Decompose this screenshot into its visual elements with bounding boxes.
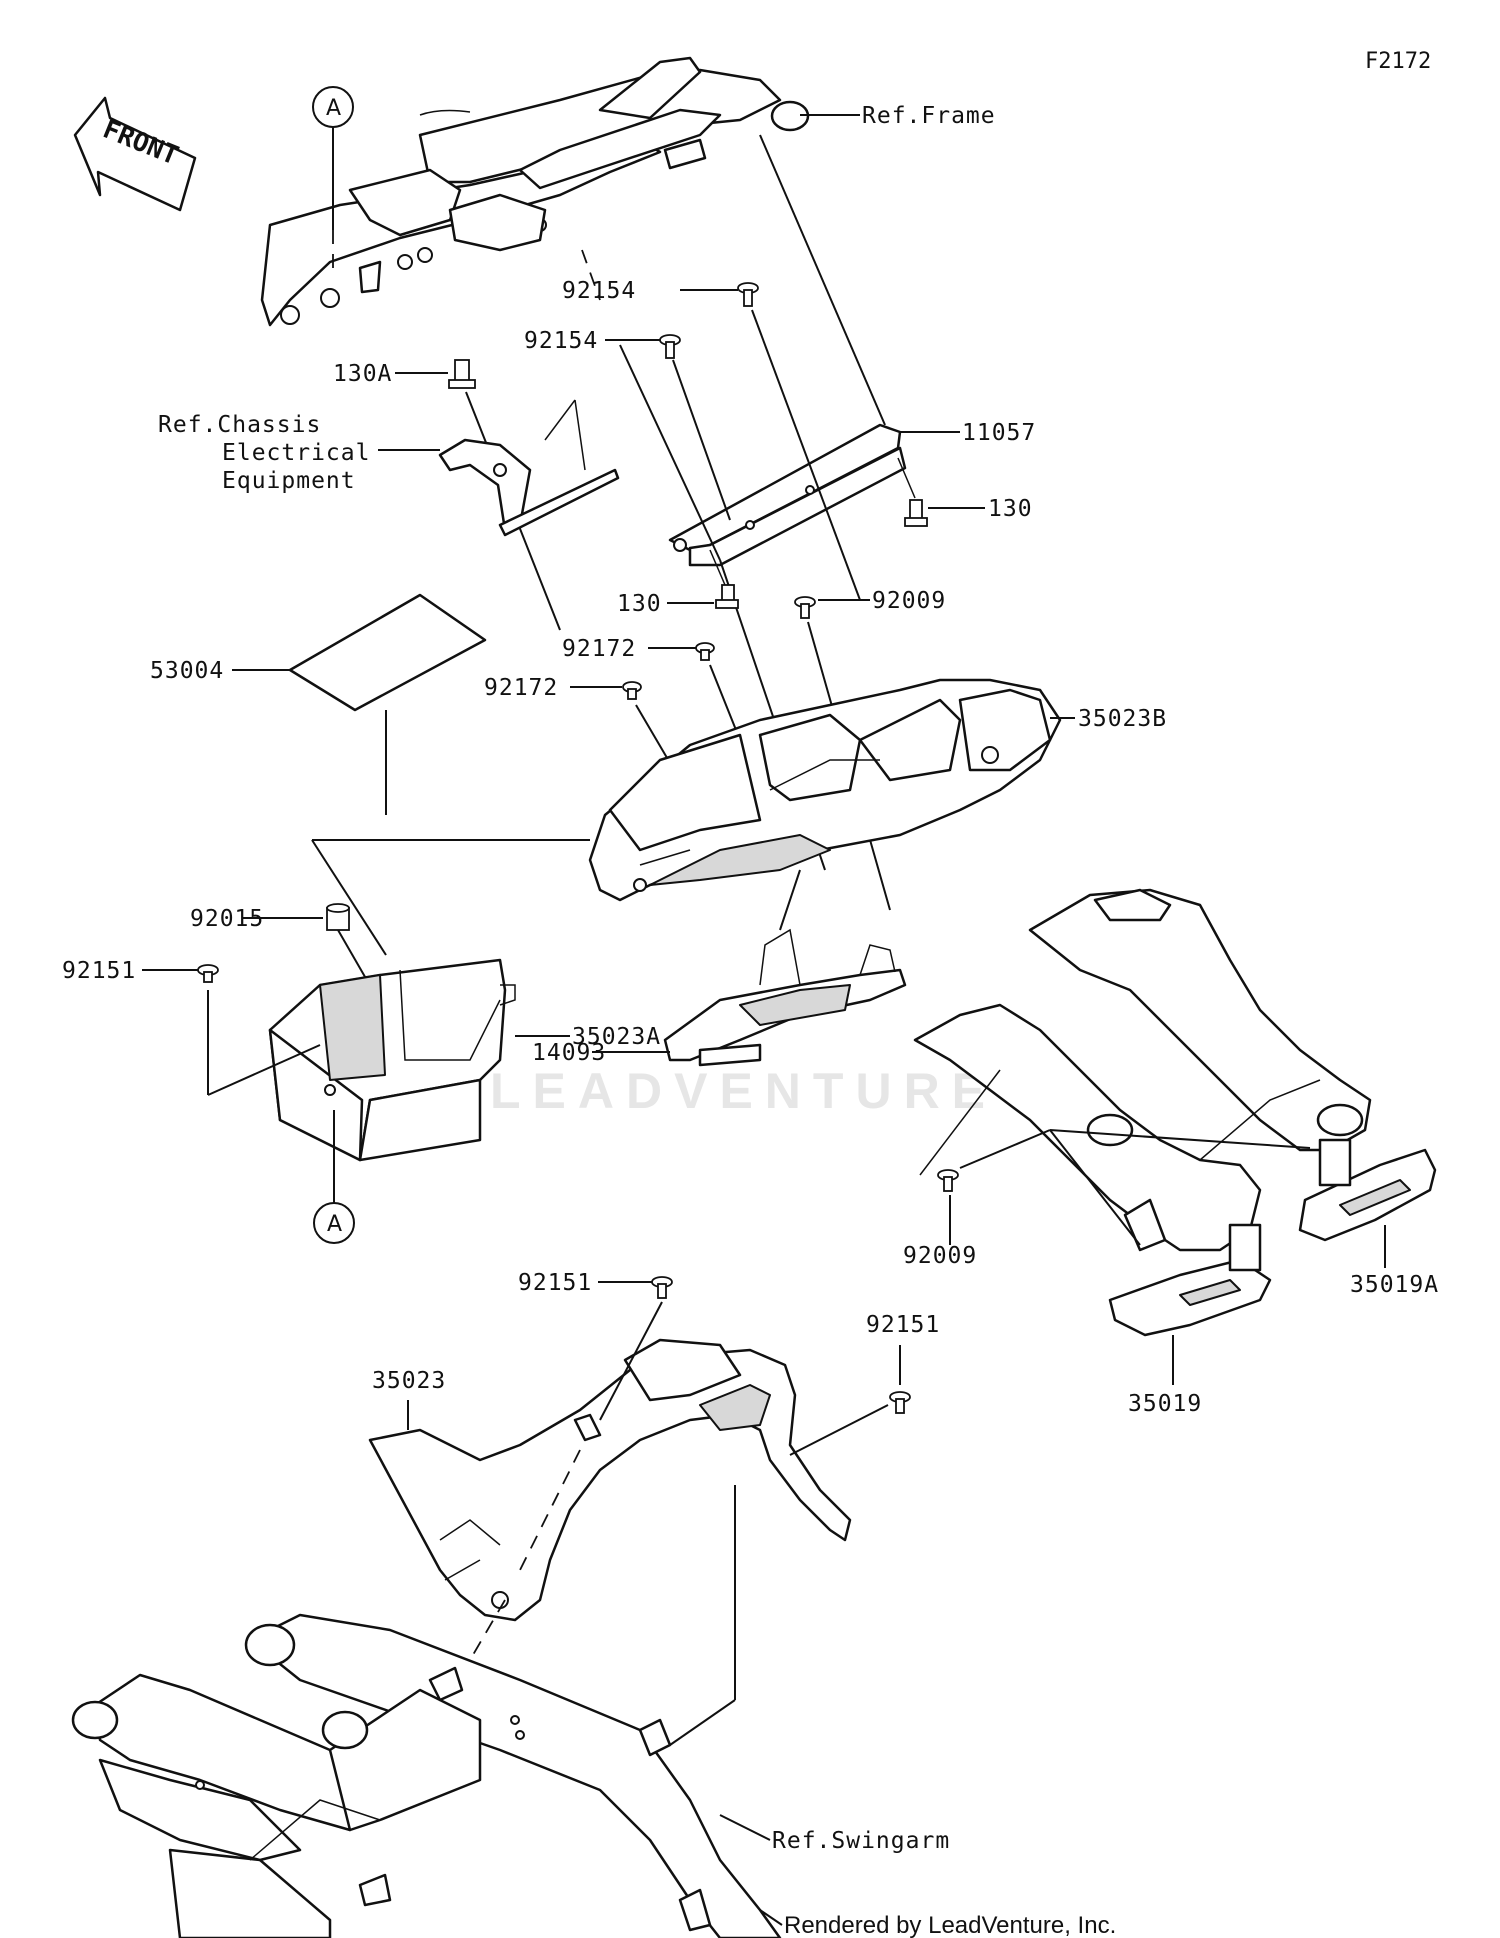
label-92151-center: 92151 [518,1270,592,1296]
label-35023B: 35023B [1078,706,1167,732]
screw-92172-a-icon [695,642,715,661]
collar-92015-icon [326,903,350,931]
bolt-130-left-icon [715,584,739,609]
chassis-electrical-bracket [438,399,620,537]
part-35023B-tray [588,678,1062,902]
part-11057-bracket [668,423,907,567]
ref-frame-label: Ref.Frame [862,103,996,129]
ref-chassis-line3: Equipment [222,468,356,494]
label-130A: 130A [333,361,392,387]
frame-assembly [260,56,810,327]
screw-92009-lower-icon [937,1169,959,1192]
label-35023A: 35023A [572,1024,661,1050]
marker-a-bottom-text: A [327,1212,342,1237]
label-92009-upper: 92009 [872,588,946,614]
label-92154-b: 92154 [524,328,598,354]
label-35023: 35023 [372,1368,446,1394]
label-130-right: 130 [988,496,1033,522]
screw-92151-left-icon [197,964,219,983]
label-92172-b: 92172 [484,675,558,701]
bolt-130-right-icon [904,499,928,527]
screw-92009-upper-icon [794,596,816,619]
part-14093-bracket [663,928,907,1067]
part-tail-cover-assembly [913,888,1437,1337]
label-11057: 11057 [962,420,1036,446]
watermark: LEADVENTURE [490,1063,997,1119]
ref-swingarm-label: Ref.Swingarm [772,1828,950,1854]
label-14093: 14093 [532,1040,606,1066]
connector-marker-bottom: A [313,1110,355,1244]
ref-chassis-line2: Electrical [222,440,370,466]
marker-a-top-text: A [326,96,341,121]
label-35019: 35019 [1128,1391,1202,1417]
label-92151-right: 92151 [866,1312,940,1338]
front-arrow-icon: FRONT [73,96,197,212]
part-53004-sheet [288,593,487,712]
label-130-left: 130 [617,591,662,617]
credit-text: Rendered by LeadVenture, Inc. [784,1912,1116,1938]
part-35023-rear-fender [368,1338,852,1721]
label-92154-a: 92154 [562,278,636,304]
label-92151-left: 92151 [62,958,136,984]
bolt-130A-icon [448,359,476,389]
screw-92151-right-icon [889,1391,911,1414]
bolt-92154-b-icon [659,334,681,359]
bolt-92154-a-icon [737,282,759,307]
label-53004: 53004 [150,658,224,684]
part-35023A-battery-box [268,958,516,1162]
label-35019A: 35019A [1350,1272,1439,1298]
connector-marker-top: A [312,86,354,275]
label-92172-a: 92172 [562,636,636,662]
screw-92151-center-icon [651,1276,673,1299]
swingarm-assembly [71,1613,782,1938]
ref-chassis-line1: Ref.Chassis [158,412,321,438]
label-92015: 92015 [190,906,264,932]
screw-92172-b-icon [622,681,642,700]
diagram-code: F2172 [1365,49,1431,74]
label-92009-lower: 92009 [903,1243,977,1269]
